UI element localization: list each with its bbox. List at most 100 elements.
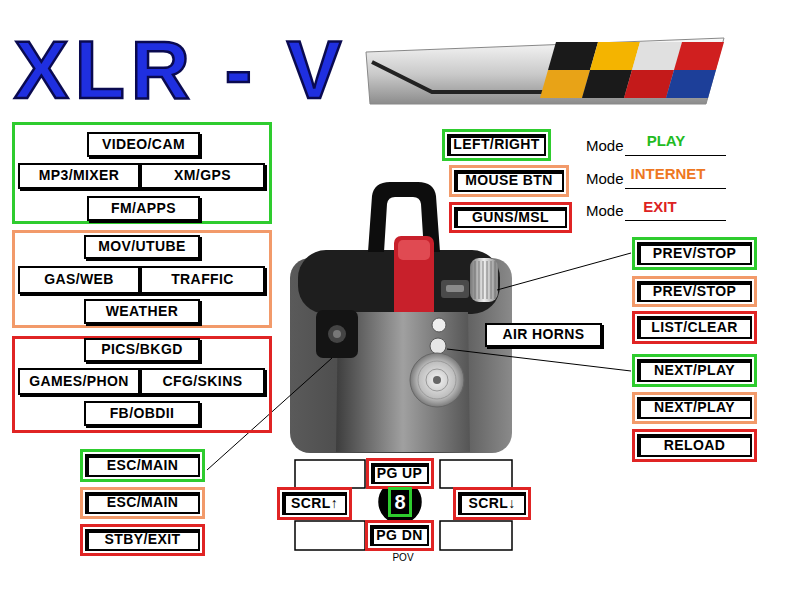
mode-value: INTERNET bbox=[608, 166, 728, 183]
null-part bbox=[483, 261, 484, 299]
null-part bbox=[495, 261, 496, 299]
joystick-photo-part bbox=[398, 240, 430, 260]
button-label: GAMES/PHON bbox=[29, 374, 129, 389]
mapped-button-box: NEXT/PLAY bbox=[632, 392, 757, 424]
mode-label: Mode bbox=[586, 203, 624, 220]
button-label: NEXT/PLAY bbox=[654, 400, 735, 415]
cadillac-v-logo-part bbox=[666, 70, 716, 98]
cadillac-v-logo-part bbox=[674, 42, 724, 70]
cadillac-v-logo-part bbox=[548, 42, 598, 70]
mapped-button-box: SCRL↑ bbox=[277, 487, 352, 520]
mode-value: EXIT bbox=[600, 199, 720, 216]
button-label: XM/GPS bbox=[174, 168, 231, 183]
cadillac-v-logo-part bbox=[372, 62, 560, 92]
button-label: ESC/MAIN bbox=[107, 458, 179, 473]
button-label: STBY/EXIT bbox=[105, 532, 181, 547]
mode-group-frame: VIDEO/CAM MP3/MIXER XM/GPS FM/APPS bbox=[12, 122, 272, 224]
mapped-button-box: ESC/MAIN bbox=[80, 449, 205, 482]
cadillac-v-logo-part bbox=[540, 70, 590, 98]
button-label: FB/OBDII bbox=[110, 406, 175, 421]
joystick-photo-part bbox=[394, 236, 434, 322]
menu-button-box: VIDEO/CAM bbox=[87, 132, 200, 157]
leader-line-part bbox=[447, 349, 631, 371]
menu-button-box: WEATHER bbox=[84, 299, 200, 324]
button-label: GUNS/MSL bbox=[472, 210, 549, 225]
button-label: PREV/STOP bbox=[653, 246, 736, 261]
mapped-button-box: ESC/MAIN bbox=[80, 487, 205, 519]
menu-button-box: CFG/SKINS bbox=[140, 368, 265, 395]
mode-underline-part bbox=[625, 155, 726, 156]
joystick-photo-part bbox=[433, 376, 441, 384]
menu-button-box: MOV/UTUBE bbox=[84, 235, 200, 259]
button-label: ESC/MAIN bbox=[107, 495, 179, 510]
mode-underline-part bbox=[625, 188, 726, 189]
button-label: WEATHER bbox=[106, 304, 179, 319]
joystick-photo-part bbox=[316, 310, 358, 358]
mode-label: Mode bbox=[586, 171, 624, 188]
menu-button-box: MP3/MIXER bbox=[18, 163, 140, 189]
pov-grid-part bbox=[295, 521, 365, 550]
joystick-photo-part bbox=[426, 369, 448, 391]
mapped-button-box: PREV/STOP bbox=[632, 276, 757, 307]
button-label: MOUSE BTN bbox=[465, 173, 553, 188]
cadillac-v-logo-part bbox=[632, 42, 682, 70]
null-part bbox=[479, 261, 480, 299]
joystick-photo-part bbox=[446, 285, 464, 292]
cadillac-v-logo-part bbox=[366, 38, 724, 104]
joystick-photo-part bbox=[333, 330, 341, 338]
button-label: RELOAD bbox=[664, 438, 726, 453]
joystick-photo-part bbox=[430, 338, 446, 354]
joystick-photo-part bbox=[410, 353, 464, 407]
button-label: FM/APPS bbox=[111, 201, 176, 216]
mapped-button-box: GUNS/MSL bbox=[449, 202, 572, 233]
button-label: VIDEO/CAM bbox=[102, 137, 185, 152]
menu-button-box: XM/GPS bbox=[140, 163, 265, 189]
logo-title: XLR - V bbox=[14, 29, 348, 111]
mapped-button-box: STBY/EXIT bbox=[80, 524, 205, 556]
mapped-button-box: RELOAD bbox=[632, 429, 757, 462]
joystick-photo-part bbox=[418, 361, 456, 399]
button-label: MP3/MIXER bbox=[39, 168, 120, 183]
cadillac-v-logo-part bbox=[590, 42, 640, 70]
mapped-button-box: LEFT/RIGHT bbox=[442, 129, 551, 161]
pov-grid-part bbox=[440, 460, 512, 488]
button-label: MOV/UTUBE bbox=[98, 239, 186, 254]
button-label: PREV/STOP bbox=[653, 284, 736, 299]
mapped-button-box: PG DN bbox=[365, 520, 434, 551]
joystick-photo-part bbox=[432, 318, 446, 332]
button-label: NEXT/PLAY bbox=[654, 363, 735, 378]
button-label: 8 bbox=[394, 491, 405, 513]
button-label: PICS/BKGD bbox=[101, 342, 182, 357]
cadillac-v-logo-part bbox=[624, 70, 674, 98]
null-part bbox=[491, 261, 492, 299]
button-label: PG UP bbox=[377, 466, 423, 481]
mapped-button-box: PG UP bbox=[366, 458, 434, 489]
menu-button-box: FB/OBDII bbox=[84, 401, 200, 426]
null-part bbox=[487, 261, 488, 299]
joystick-photo-part bbox=[441, 280, 469, 298]
button-label: SCRL↑ bbox=[291, 496, 338, 511]
button-label: SCRL↓ bbox=[468, 496, 515, 511]
button-label: PG DN bbox=[376, 528, 422, 543]
button-label: LIST/CLEAR bbox=[651, 320, 737, 335]
mapped-button-box: NEXT/PLAY bbox=[632, 354, 757, 387]
button-label: TRAFFIC bbox=[171, 272, 234, 287]
pov-label: POV bbox=[373, 552, 433, 563]
joystick-photo-part bbox=[328, 325, 346, 343]
pov-grid-part bbox=[295, 460, 365, 488]
mode-value: PLAY bbox=[606, 133, 726, 150]
pov-center-box: 8 bbox=[388, 487, 412, 517]
leader-line-part bbox=[497, 253, 631, 290]
button-label: LEFT/RIGHT bbox=[453, 137, 539, 152]
button-label: CFG/SKINS bbox=[163, 374, 243, 389]
button-label: AIR HORNS bbox=[502, 327, 584, 342]
menu-button-box: FM/APPS bbox=[87, 196, 200, 221]
menu-button-box: AIR HORNS bbox=[485, 323, 602, 347]
menu-button-box: TRAFFIC bbox=[140, 266, 265, 294]
mode-group-frame: MOV/UTUBE GAS/WEB TRAFFIC WEATHER bbox=[12, 230, 272, 328]
mode-label: Mode bbox=[586, 138, 624, 155]
menu-button-box: GAS/WEB bbox=[18, 266, 140, 294]
cadillac-v-logo-part bbox=[582, 70, 632, 98]
button-label: GAS/WEB bbox=[44, 272, 114, 287]
